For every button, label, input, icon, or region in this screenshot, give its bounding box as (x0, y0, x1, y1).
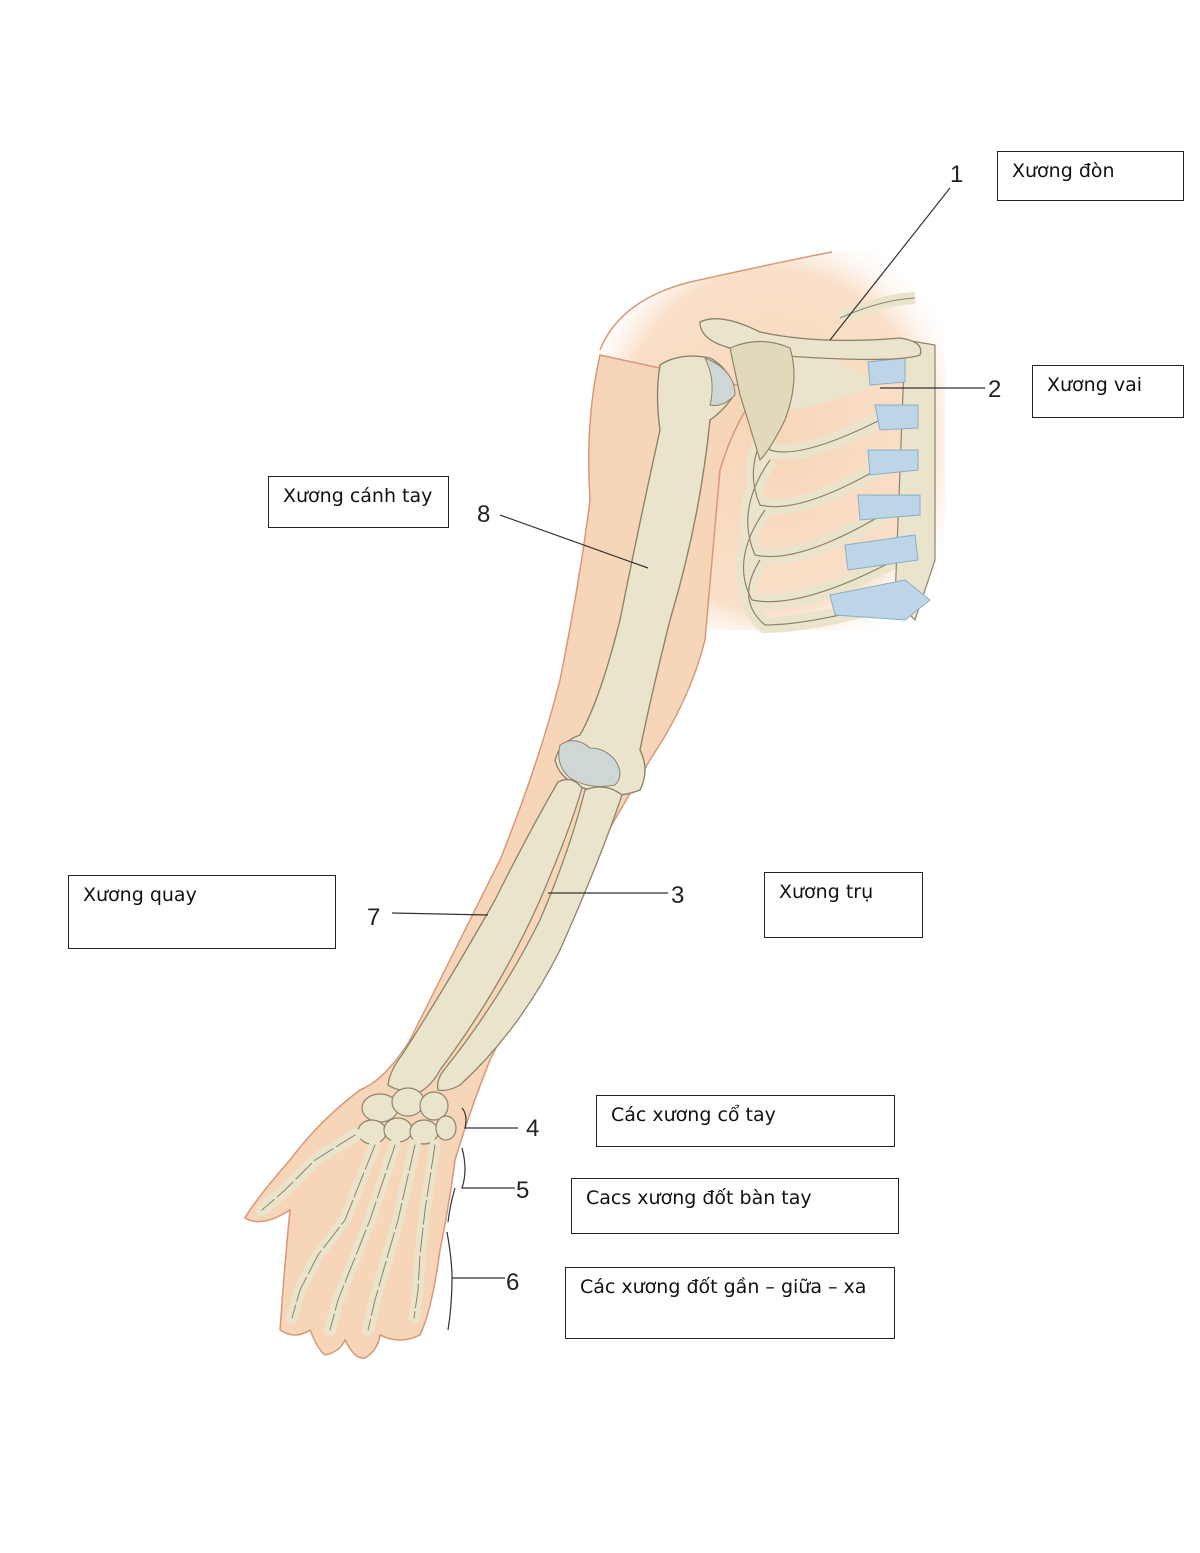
humerus-head-cartilage (703, 357, 736, 406)
first-rib-outline (839, 297, 916, 319)
hand-bones (255, 1128, 441, 1336)
label-metacarpals: Cacs xương đốt bàn tay (571, 1178, 899, 1234)
number-7: 7 (367, 904, 380, 931)
number-1: 1 (950, 161, 963, 188)
humerus-condyles (558, 740, 621, 787)
humerus-bone (554, 355, 734, 796)
number-4: 4 (526, 1115, 539, 1142)
number-2: 2 (988, 376, 1001, 403)
label-carpals: Các xương cổ tay (596, 1095, 895, 1147)
costal-cartilage (829, 357, 931, 621)
number-3: 3 (671, 882, 684, 909)
ulna-bone (436, 786, 623, 1092)
number-6: 6 (506, 1269, 519, 1296)
leader-lines (391, 187, 985, 1331)
shoulder-outline (599, 251, 833, 351)
number-8: 8 (477, 501, 490, 528)
scapula-bone (729, 340, 795, 462)
label-humerus: Xương cánh tay (268, 476, 449, 528)
carpal-bones (357, 1087, 457, 1145)
number-5: 5 (516, 1177, 529, 1204)
label-clavicle: Xương đòn (997, 151, 1184, 201)
label-phalanges: Các xương đốt gần – giữa – xa (565, 1267, 895, 1339)
label-scapula: Xương vai (1032, 365, 1184, 418)
label-ulna: Xương trụ (764, 872, 923, 938)
label-radius: Xương quay (68, 875, 336, 949)
